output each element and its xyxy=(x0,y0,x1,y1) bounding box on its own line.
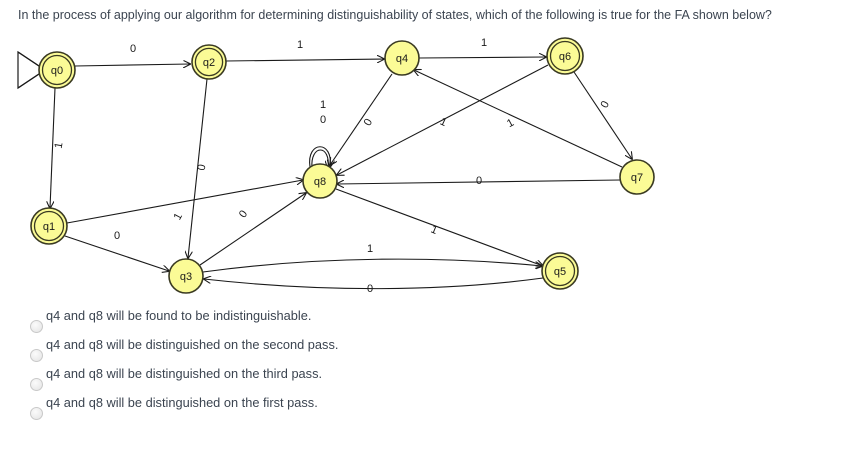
edge-label-q0-q1: 1 xyxy=(53,141,66,149)
fa-edge-labels: 0 1 1 0 1 0 0 1 1 0 1 0 1 1 0 0 1 0 xyxy=(53,37,612,295)
question-text: In the process of applying our algorithm… xyxy=(18,8,772,22)
state-label-q3: q3 xyxy=(180,271,192,283)
edge-q5-q3 xyxy=(204,278,544,290)
edge-label-q8-q5: 1 xyxy=(429,224,439,237)
option-row-3[interactable]: q4 and q8 will be distinguished on the t… xyxy=(0,364,520,393)
radio-button-option-3[interactable] xyxy=(30,378,43,391)
state-label-q7: q7 xyxy=(631,172,643,184)
state-node-q1[interactable]: q1 xyxy=(30,207,68,245)
edge-label-q0-q2: 0 xyxy=(130,43,136,55)
state-node-q5[interactable]: q5 xyxy=(541,252,579,290)
option-label-1: q4 and q8 will be found to be indistingu… xyxy=(46,308,312,323)
option-row-1[interactable]: q4 and q8 will be found to be indistingu… xyxy=(0,306,520,335)
option-label-2: q4 and q8 will be distinguished on the s… xyxy=(46,337,339,352)
edge-q7-q4 xyxy=(414,70,623,168)
edge-q2-q4 xyxy=(225,59,384,61)
state-node-q6[interactable]: q6 xyxy=(546,37,584,75)
state-node-q8[interactable]: q8 xyxy=(302,163,338,199)
state-node-q0[interactable]: q0 xyxy=(38,51,76,89)
state-node-q2[interactable]: q2 xyxy=(191,44,227,80)
edge-q1-q3 xyxy=(64,235,169,271)
edge-q6-q7 xyxy=(573,71,632,159)
state-label-q1: q1 xyxy=(43,221,55,233)
edge-q6-q8 xyxy=(337,64,549,175)
state-outer-circle-q8 xyxy=(302,163,338,199)
state-outer-circle-q7 xyxy=(619,159,655,195)
state-label-q2: q2 xyxy=(203,57,215,69)
edge-q1-q8 xyxy=(66,180,303,224)
state-inner-circle-q5 xyxy=(544,255,576,287)
state-label-q8: q8 xyxy=(314,176,326,188)
edge-q8-q5 xyxy=(335,188,543,266)
state-inner-circle-q1 xyxy=(33,210,65,242)
edge-q4-q6 xyxy=(418,57,546,58)
state-label-q6: q6 xyxy=(559,51,571,63)
state-outer-circle-q3 xyxy=(168,258,204,294)
state-label-q0: q0 xyxy=(51,65,63,77)
edge-label-q4-q6: 1 xyxy=(481,37,487,49)
edge-label-q7-q4: 1 xyxy=(438,116,449,129)
edge-label-q7-q8: 0 xyxy=(476,175,482,187)
edge-label-q6-q8: 1 xyxy=(505,117,516,130)
edge-q4-q8 xyxy=(330,73,393,165)
edge-label-q1-q3: 0 xyxy=(114,230,120,242)
option-row-4[interactable]: q4 and q8 will be distinguished on the f… xyxy=(0,393,520,422)
edge-label-q8-self-0: 0 xyxy=(320,114,326,126)
edge-q8-q8-self xyxy=(309,146,331,167)
edge-q0-q1 xyxy=(50,87,56,208)
edge-label-q5-q3: 0 xyxy=(367,283,373,295)
option-row-2[interactable]: q4 and q8 will be distinguished on the s… xyxy=(0,335,520,364)
radio-button-option-4[interactable] xyxy=(30,407,43,420)
state-inner-circle-q0 xyxy=(41,54,73,86)
edge-label-q1-q8: 1 xyxy=(172,211,185,222)
radio-button-option-1[interactable] xyxy=(30,320,43,333)
state-outer-circle-q4 xyxy=(384,40,420,76)
edge-label-q3-q5: 1 xyxy=(367,243,373,255)
state-label-q4: q4 xyxy=(396,53,408,65)
edge-label-q2-q4: 1 xyxy=(297,39,303,51)
options-list: q4 and q8 will be found to be indistingu… xyxy=(0,306,520,422)
state-label-q5: q5 xyxy=(554,266,566,278)
edge-q2-q3 xyxy=(188,78,208,258)
edge-q7-q8 xyxy=(337,179,621,184)
edge-label-q4-q8: 0 xyxy=(362,117,375,128)
edge-q8-q8-self-2 xyxy=(311,149,328,168)
radio-button-option-2[interactable] xyxy=(30,349,43,362)
state-inner-circle-q6 xyxy=(549,40,581,72)
state-node-q7[interactable]: q7 xyxy=(619,159,655,195)
option-label-3: q4 and q8 will be distinguished on the t… xyxy=(46,366,323,381)
state-node-q4[interactable]: q4 xyxy=(384,40,420,76)
fa-edges xyxy=(50,57,632,290)
edge-q0-q2 xyxy=(74,64,190,66)
option-label-4: q4 and q8 will be distinguished on the f… xyxy=(46,395,318,410)
edge-label-q6-q7: 0 xyxy=(599,99,612,110)
edge-label-q3-q8: 0 xyxy=(237,208,250,220)
fa-nodes: q0 q2 q4 q6 q8 q7 q1 xyxy=(30,37,655,294)
edge-label-q2-q3: 0 xyxy=(196,163,209,171)
edge-q3-q5 xyxy=(202,258,542,273)
edge-label-q8-self-1: 1 xyxy=(320,99,326,111)
state-node-q3[interactable]: q3 xyxy=(168,258,204,294)
state-inner-circle-q2 xyxy=(194,47,224,77)
edge-q3-q8 xyxy=(199,193,306,266)
fa-diagram: 0 1 1 0 1 0 0 1 1 0 1 0 1 1 0 0 1 0 q0 q… xyxy=(17,37,655,295)
